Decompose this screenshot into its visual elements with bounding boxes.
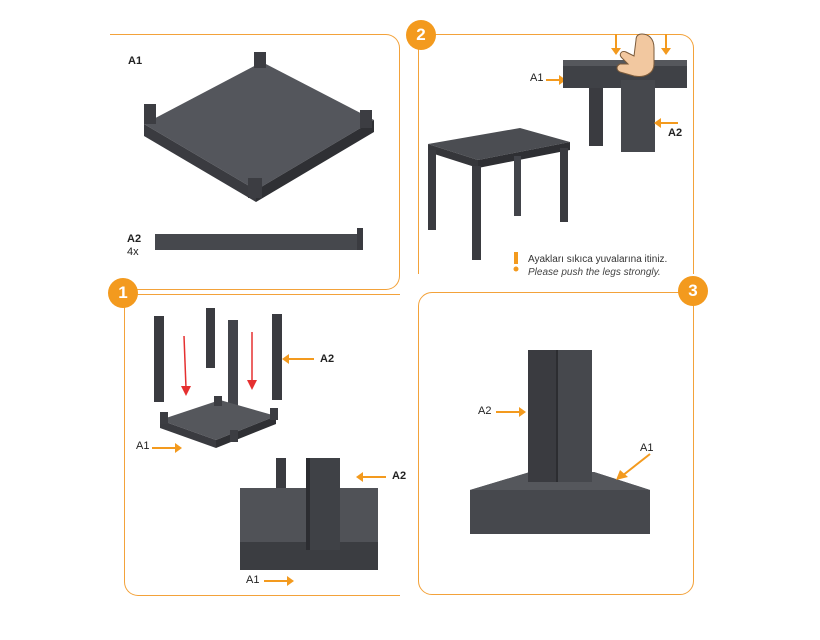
step1-zoom-a2-arrow	[356, 472, 386, 482]
step2-a2-label: A2	[668, 127, 683, 139]
step3-a1-label: A1	[640, 442, 654, 454]
parts-panel	[110, 34, 400, 290]
step2-panel	[418, 34, 694, 274]
step1-zoom-a1-label: A1	[246, 574, 260, 586]
step3-a1-arrow	[616, 453, 651, 480]
step1-a2-label: A2	[320, 353, 335, 365]
push-arrows-icon	[611, 34, 671, 55]
step1-zoom-a1-arrow	[264, 576, 294, 586]
part-a1-label: A1	[128, 55, 143, 67]
part-a2-label: A2	[127, 233, 142, 245]
legs-falling-illustration	[154, 308, 282, 412]
step2-a1-label: A1	[530, 72, 544, 84]
step3-a2-label: A2	[478, 405, 492, 417]
leg-illustration	[155, 228, 363, 250]
step-badge-1: 1	[108, 278, 138, 308]
tabletop-illustration	[144, 52, 374, 202]
step-badge-3: 3	[678, 276, 708, 306]
note-turkish: Ayakları sıkıca yuvalarına itiniz.	[528, 254, 668, 265]
hand-icon	[616, 33, 655, 77]
step3-closeup	[470, 350, 650, 534]
leg-insert-closeup	[563, 60, 687, 152]
step1-a1-arrow	[152, 443, 182, 453]
step2-a2-arrow	[654, 118, 678, 128]
step-badge-2: 2	[406, 20, 436, 50]
step2-a1-arrow	[546, 75, 566, 85]
assembled-table	[428, 128, 570, 260]
note-english-text: Please push the legs strongly.	[528, 267, 661, 278]
part-a2-qty: 4x	[127, 246, 139, 258]
step3-panel	[418, 292, 694, 595]
step1-panel	[124, 294, 400, 596]
step1-zoom-a2-label: A2	[392, 470, 407, 482]
step1-a2-arrow	[282, 354, 314, 364]
tabletop-with-legs	[160, 396, 278, 448]
step1-a1-label: A1	[136, 440, 150, 452]
step1-closeup	[240, 458, 378, 570]
note-english: Please push the legs strongly.	[528, 267, 661, 278]
warning-icon	[513, 252, 519, 272]
step3-a2-arrow	[496, 407, 526, 417]
